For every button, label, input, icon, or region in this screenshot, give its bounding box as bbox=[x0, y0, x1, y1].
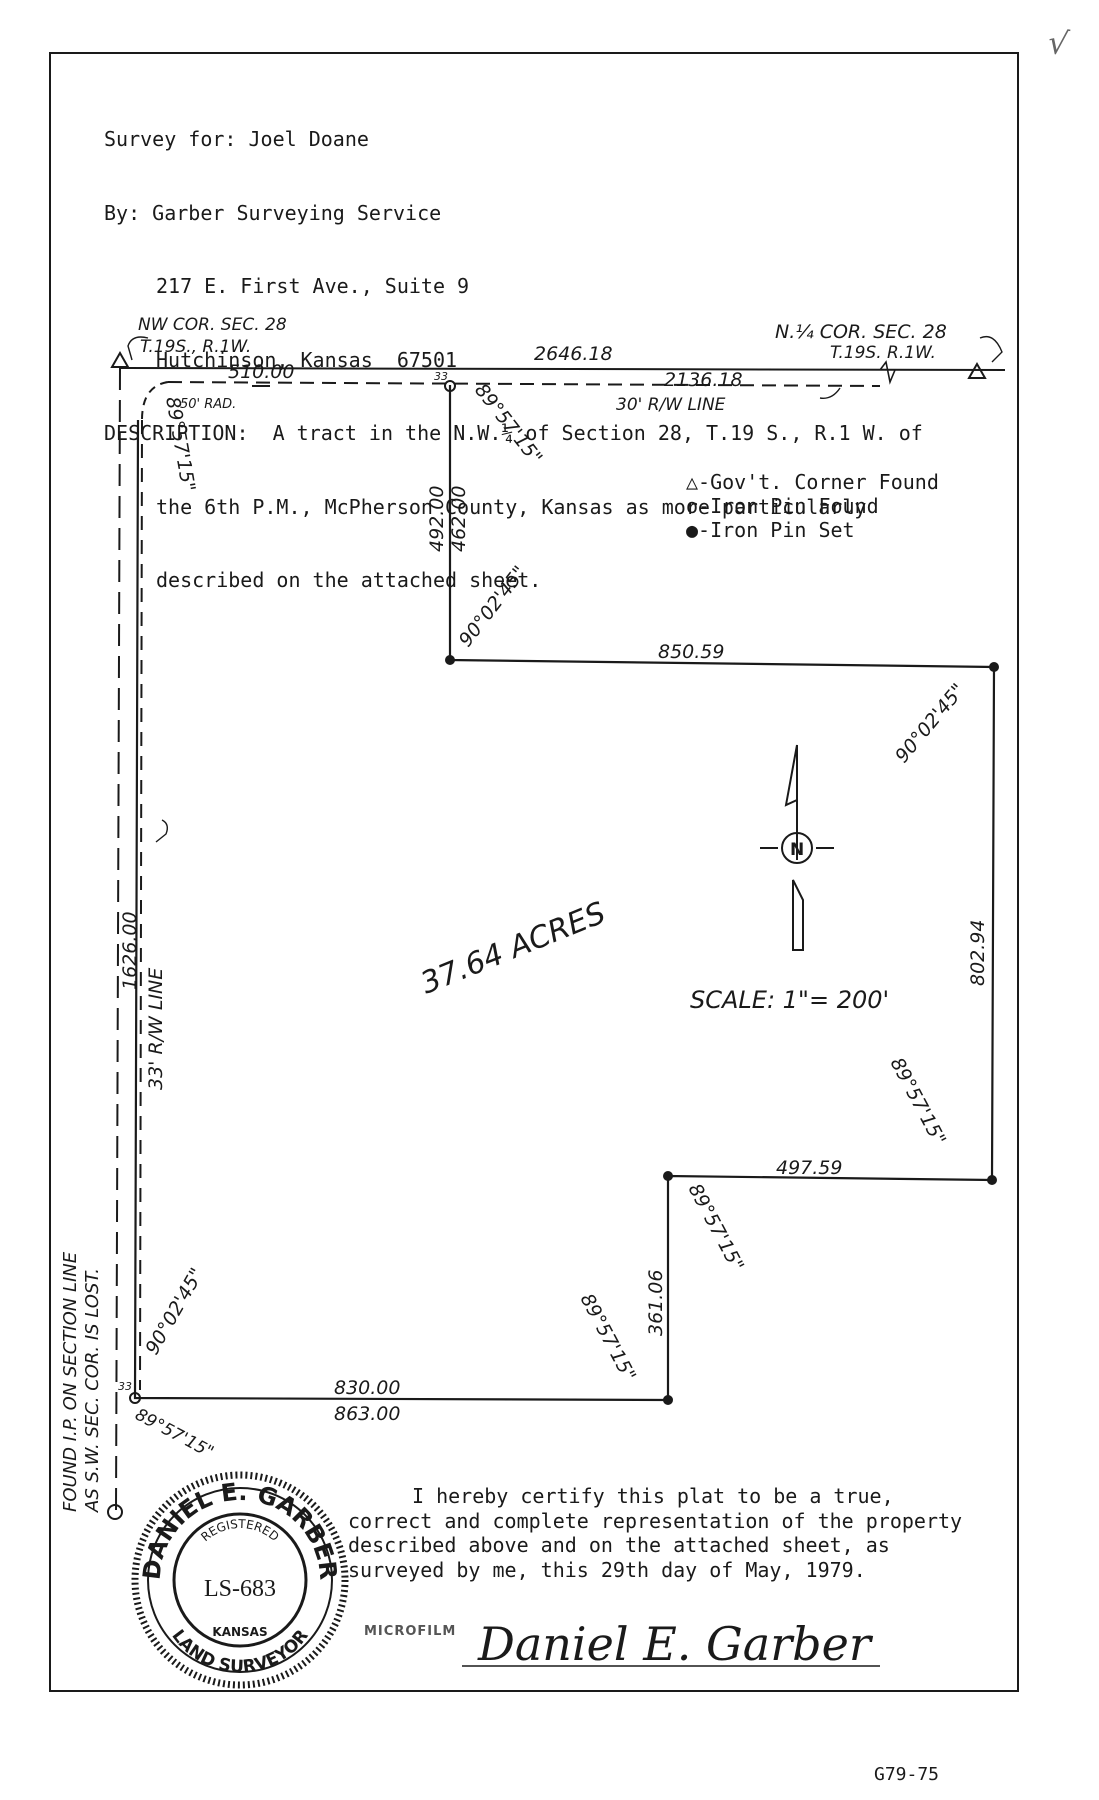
north-arrow-circle bbox=[781, 832, 813, 864]
iron-pin-set-3 bbox=[987, 1175, 997, 1185]
dim-361: 361.06 bbox=[645, 1270, 667, 1336]
nw-corner-label: NW COR. SEC. 28 bbox=[138, 315, 287, 335]
description-line-2: the 6th P.M., McPherson County, Kansas a… bbox=[156, 494, 867, 519]
survey-markers bbox=[107, 350, 999, 1520]
angle-sw: 90°02'45" bbox=[141, 1264, 208, 1358]
cert-line-1: I hereby certify this plat to be a true, bbox=[412, 1484, 894, 1508]
surveyor-seal: DANIEL E. GARBER LAND SURVEYOR REGISTERE… bbox=[131, 1471, 349, 1689]
survey-for: Survey for: Joel Doane bbox=[104, 127, 369, 151]
dim-863: 863.00 bbox=[334, 1403, 400, 1425]
dim-2136: 2136.18 bbox=[664, 369, 743, 391]
description-line-1: DESCRIPTION: A tract in the N.W.¼ of Sec… bbox=[104, 421, 923, 445]
dim-510: 510.00 bbox=[228, 361, 294, 383]
bearing-top: 89°57'15" bbox=[470, 380, 546, 469]
n4-leader bbox=[979, 335, 1003, 363]
rw-33-label: 33' R/W LINE bbox=[145, 968, 167, 1090]
seal-ring bbox=[147, 1487, 333, 1673]
bearing-notch: 89°57'15" bbox=[684, 1180, 748, 1275]
rw-30-label: 30' R/W LINE bbox=[616, 395, 726, 415]
north-rw-line bbox=[167, 381, 881, 387]
n4-corner-twp: T.19S. R.1W. bbox=[830, 343, 936, 363]
iron-pin-set-4 bbox=[663, 1171, 673, 1181]
tract-boundary bbox=[133, 385, 996, 1402]
mark-33-top: 33 bbox=[434, 370, 448, 383]
n4-corner-triangle bbox=[967, 361, 987, 379]
legend-iron-set: ●-Iron Pin Set bbox=[686, 518, 855, 542]
nw-corner-twp: T.19S., R.1W. bbox=[140, 337, 251, 357]
iron-pin-found-top bbox=[444, 380, 456, 392]
scale-label: SCALE: 1"= 200' bbox=[690, 986, 889, 1014]
dim-497: 497.59 bbox=[776, 1157, 842, 1179]
legend-gov-corner: △-Gov't. Corner Found bbox=[686, 470, 939, 494]
survey-header: Survey for: Joel Doane By: Garber Survey… bbox=[104, 78, 923, 617]
bearing-right: 89°57'15" bbox=[886, 1054, 950, 1149]
plat-border bbox=[49, 52, 1019, 1692]
found-note-1: FOUND I.P. ON SECTION LINE bbox=[60, 1251, 81, 1512]
north-letter: N bbox=[790, 840, 804, 860]
n4-corner-label: N.¼ COR. SEC. 28 bbox=[775, 321, 947, 343]
surveyor-company: By: Garber Surveying Service bbox=[104, 200, 442, 225]
iron-pin-found-sw bbox=[129, 1392, 141, 1404]
dim-1626: 1626.00 bbox=[119, 911, 141, 990]
dim-830: 830.00 bbox=[334, 1377, 400, 1399]
dim-492: 492.00 bbox=[426, 486, 448, 552]
seal-inner-ring bbox=[172, 1512, 308, 1648]
seal-outer-ring bbox=[131, 1471, 349, 1689]
iron-pin-set-5 bbox=[663, 1395, 673, 1405]
found-note-2: AS S.W. SEC. COR. IS LOST. bbox=[82, 1268, 103, 1513]
angle-inner: 90°02'45" bbox=[455, 562, 531, 651]
bearing-notch-2: 89°57'15" bbox=[576, 1290, 640, 1385]
acres-label: 37.64 ACRES bbox=[416, 896, 611, 1002]
nw-corner-triangle bbox=[110, 350, 130, 368]
rad-50-label: 50' RAD. bbox=[180, 397, 236, 412]
cert-line-4: surveyed by me, this 29th day of May, 19… bbox=[348, 1557, 866, 1582]
west-rw-leader bbox=[155, 819, 169, 843]
seal-state: KANSAS bbox=[212, 1625, 267, 1639]
rw-curve bbox=[141, 381, 169, 421]
description-line-3: described on the attached sheet. bbox=[156, 568, 542, 592]
bearing-sw: 89°57'15" bbox=[132, 1405, 217, 1463]
north-arrow-head bbox=[784, 744, 798, 807]
section-line-break bbox=[879, 360, 896, 385]
cert-line-3: described above and on the attached shee… bbox=[348, 1533, 890, 1557]
found-ip-section-line bbox=[107, 1504, 123, 1520]
dim-850: 850.59 bbox=[658, 641, 724, 663]
dim-2646: 2646.18 bbox=[534, 343, 613, 365]
address-line-1: 217 E. First Ave., Suite 9 bbox=[156, 274, 470, 298]
seal-license: LS-683 bbox=[204, 1576, 276, 1602]
mark-33-sw: 33 bbox=[118, 1380, 132, 1393]
north-section-line bbox=[119, 367, 1006, 371]
angle-right: 90°02'45" bbox=[891, 680, 970, 768]
nw-leader bbox=[127, 336, 149, 361]
iron-pin-set-2 bbox=[989, 662, 999, 672]
surveyor-signature: Daniel E. Garber bbox=[462, 1617, 880, 1671]
dim-802: 802.94 bbox=[967, 920, 989, 986]
iron-pin-set-1 bbox=[445, 655, 455, 665]
dim-462: 462.00 bbox=[448, 486, 470, 552]
cert-line-2: correct and complete representation of t… bbox=[348, 1508, 963, 1533]
signature-text: Daniel E. Garber bbox=[477, 1617, 874, 1671]
legend-iron-found: o-Iron Pin Found bbox=[686, 494, 879, 518]
west-rw-line bbox=[139, 419, 143, 1391]
rw-leader bbox=[819, 387, 841, 399]
legend: △-Gov't. Corner Found o-Iron Pin Found ●… bbox=[686, 470, 939, 542]
microfilm-stamp: MICROFILM bbox=[364, 1624, 457, 1639]
north-arrow-tail bbox=[792, 879, 804, 951]
certification: I hereby certify this plat to be a true,… bbox=[348, 1484, 962, 1582]
document-id: G79-75 bbox=[874, 1764, 940, 1785]
